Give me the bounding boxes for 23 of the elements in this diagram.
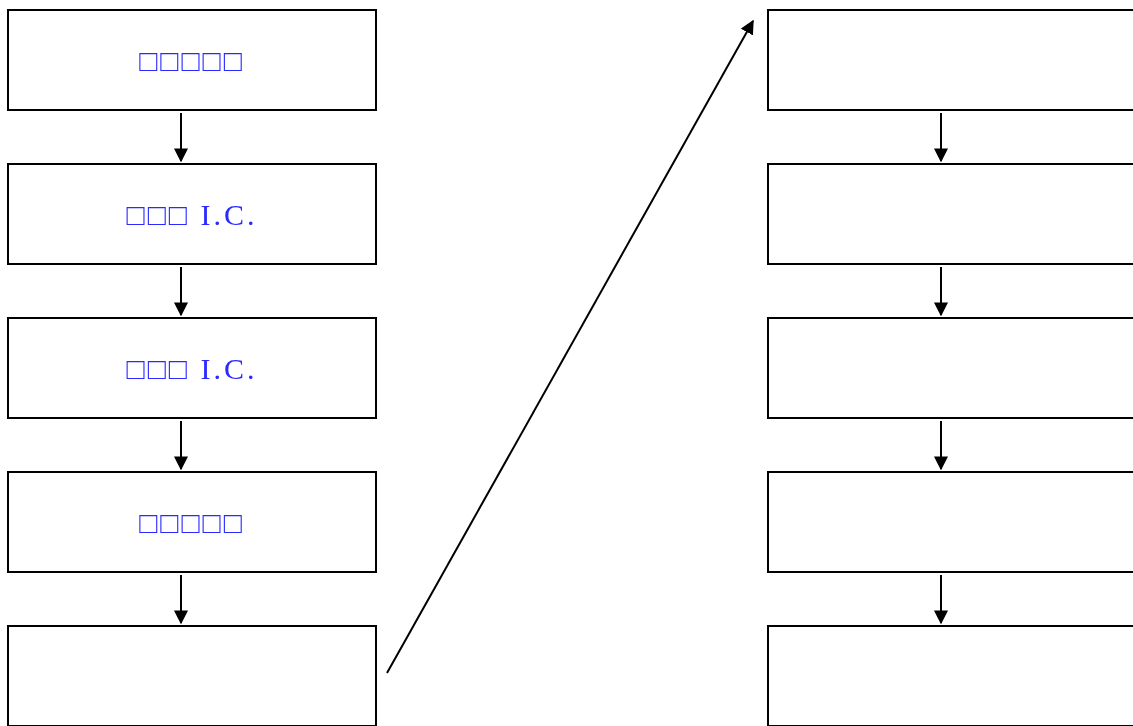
box-label: □□□ I.C. <box>126 350 258 387</box>
process-box <box>767 625 1133 726</box>
process-box <box>7 471 377 573</box>
arrow <box>934 266 948 317</box>
process-box <box>767 471 1133 573</box>
process-box <box>767 317 1133 419</box>
process-box <box>767 163 1133 265</box>
arrow <box>934 574 948 625</box>
arrow <box>174 574 188 625</box>
process-box <box>7 163 377 265</box>
process-box <box>7 317 377 419</box>
box-label: □□□ I.C. <box>126 196 258 233</box>
process-box <box>767 9 1133 111</box>
arrow <box>174 420 188 471</box>
arrow <box>174 112 188 163</box>
arrow <box>934 420 948 471</box>
arrow <box>174 266 188 317</box>
box-label: □□□□□ <box>139 504 245 541</box>
arrow <box>934 112 948 163</box>
process-box <box>7 625 377 726</box>
arrow <box>386 19 754 674</box>
process-box <box>7 9 377 111</box>
box-label: □□□□□ <box>139 42 245 79</box>
